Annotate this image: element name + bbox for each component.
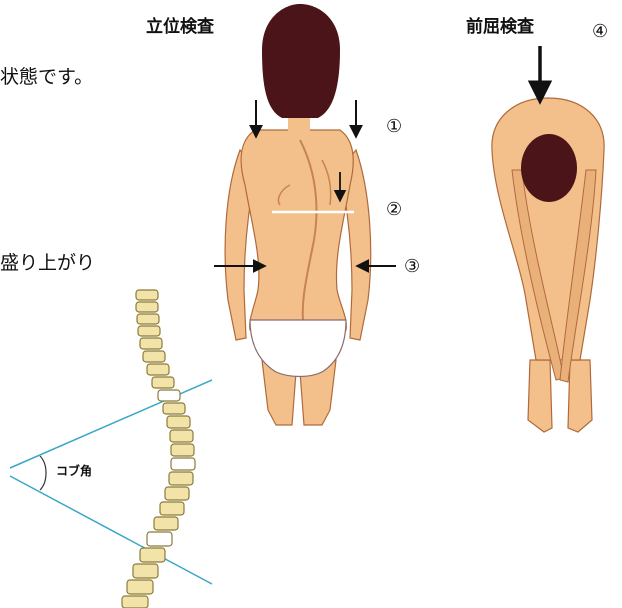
standing-figure [225, 4, 371, 425]
text-snippet-middle: 盛り上がり [0, 248, 95, 275]
forward-bend-figure [492, 46, 604, 432]
marker-4: ④ [592, 21, 608, 42]
marker-2: ② [386, 199, 402, 220]
text-snippet-top: 状態です。 [0, 62, 93, 89]
forward-bend-exam-title: 前屈検査 [466, 12, 534, 37]
marker-3: ③ [404, 256, 420, 277]
spine-diagram [10, 290, 212, 608]
marker-1: ① [386, 116, 402, 137]
vertebrae [122, 290, 195, 608]
cobb-angle-arc [40, 456, 46, 490]
cobb-angle-label: コブ角 [56, 462, 92, 479]
standing-exam-title: 立位検査 [146, 12, 214, 37]
